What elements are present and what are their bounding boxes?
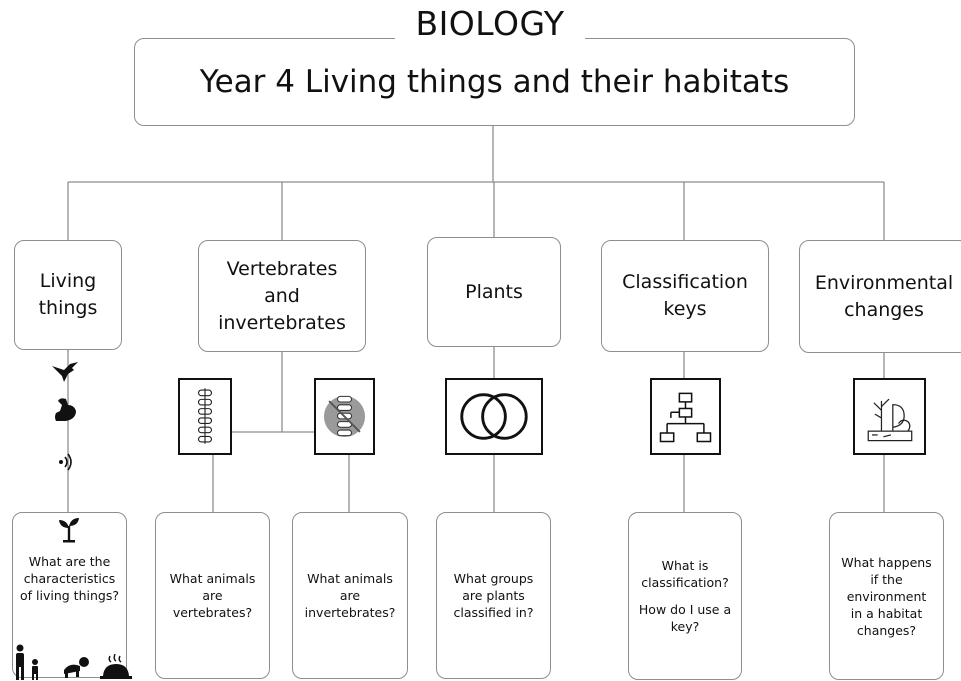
topic-label: Living things	[38, 270, 98, 319]
question-text: What groups are plants classified in?	[453, 571, 534, 620]
hierarchy-chart-icon	[650, 378, 721, 455]
question-text: How do I use a key?	[638, 602, 732, 634]
title-box: Year 4 Living things and their habitats	[134, 38, 855, 126]
venn-diagram-icon	[445, 378, 543, 455]
question-vertebrates: What animals are vertebrates?	[155, 512, 270, 679]
bird-icon	[52, 362, 78, 382]
question-plants: What groups are plants classified in?	[436, 512, 551, 679]
topic-vertebrates-invertebrates: Vertebrates and invertebrates	[198, 240, 366, 352]
muscle-arm-icon	[55, 398, 76, 421]
sprout-icon	[59, 518, 79, 543]
family-icon	[16, 644, 38, 680]
topic-label: Environmental changes	[814, 271, 954, 321]
question-environment: What happens if the environment in a hab…	[829, 512, 944, 680]
habitat-tree-icon	[853, 378, 926, 455]
spine-crossed-icon	[314, 378, 375, 455]
question-text: What happens if the environment in a hab…	[841, 554, 932, 638]
page-title: Year 4 Living things and their habitats	[199, 64, 790, 100]
topic-label: Vertebrates and invertebrates	[218, 257, 346, 334]
subject-heading: BIOLOGY	[395, 2, 585, 46]
question-text: What is classification?	[641, 558, 729, 590]
topic-label: Plants	[465, 280, 523, 303]
topic-plants: Plants	[427, 237, 561, 347]
question-invertebrates: What animals are invertebrates?	[292, 512, 408, 679]
sound-waves-icon	[59, 453, 72, 471]
question-text: What are the characteristics of living t…	[20, 554, 119, 603]
question-classification: What is classification? How do I use a k…	[628, 512, 742, 680]
question-text: What animals are vertebrates?	[169, 571, 256, 620]
question-living-things: What are the characteristics of living t…	[12, 512, 127, 678]
topic-living-things: Living things	[14, 240, 122, 350]
topic-label: Classification keys	[622, 271, 748, 320]
spine-icon	[178, 378, 232, 455]
question-text: What animals are invertebrates?	[304, 571, 396, 620]
topic-environmental-changes: Environmental changes	[799, 240, 961, 353]
topic-classification-keys: Classification keys	[601, 240, 769, 352]
baby-crawling-icon	[64, 657, 89, 678]
food-icon	[100, 654, 132, 679]
